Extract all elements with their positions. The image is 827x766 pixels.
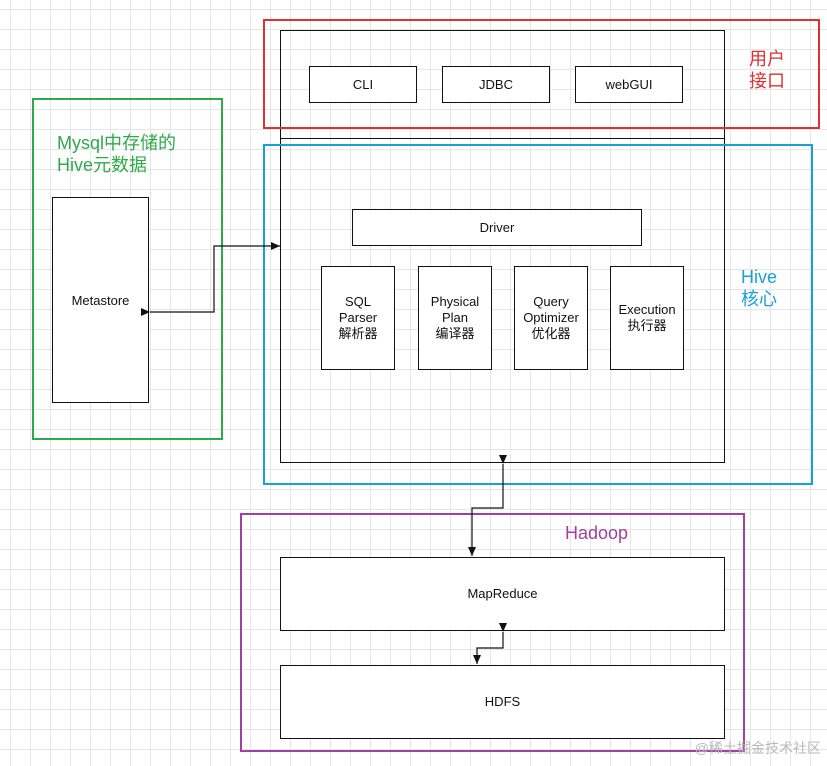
- user-interface-label-line1: 用户: [749, 49, 785, 69]
- metastore-label: Metastore: [71, 292, 130, 308]
- query-optimizer-line1: Query: [533, 294, 569, 309]
- jdbc-label: JDBC: [479, 76, 513, 92]
- query-optimizer-line2: Optimizer: [523, 310, 579, 325]
- hadoop-group-label: Hadoop: [565, 522, 628, 544]
- mysql-metadata-label-line1: Mysql中存储的: [57, 133, 177, 153]
- query-optimizer-box: Query Optimizer 优化器: [514, 266, 588, 370]
- hive-mapreduce-connector: [468, 455, 507, 556]
- hive-core-label-line1: Hive: [741, 267, 778, 287]
- sql-parser-line2: Parser: [338, 310, 378, 325]
- physical-plan-line1: Physical: [430, 294, 480, 309]
- user-interface-group-frame: [263, 19, 820, 129]
- watermark: @稀土掘金技术社区: [694, 740, 821, 756]
- physical-plan-line3: 编译器: [435, 326, 475, 341]
- mysql-metadata-group-label: Mysql中存储的 Hive元数据: [57, 132, 176, 176]
- query-optimizer-line3: 优化器: [531, 326, 571, 341]
- cli-label: CLI: [352, 76, 374, 92]
- mapreduce-hdfs-connector: [473, 623, 507, 664]
- sql-parser-line1: SQL: [344, 294, 371, 309]
- cli-box: CLI: [309, 66, 417, 103]
- mapreduce-label: MapReduce: [467, 586, 538, 601]
- driver-label: Driver: [479, 219, 515, 235]
- hdfs-label: HDFS: [484, 694, 521, 709]
- execution-box: Execution 执行器: [610, 266, 684, 370]
- metastore-box: Metastore: [52, 197, 149, 403]
- execution-line1: Execution: [618, 302, 676, 317]
- user-interface-label-line2: 接口: [749, 71, 785, 91]
- physical-plan-box: Physical Plan 编译器: [418, 266, 492, 370]
- sql-parser-box: SQL Parser 解析器: [321, 266, 395, 370]
- hive-core-label-line2: 核心: [741, 289, 777, 309]
- physical-plan-line2: Plan: [441, 310, 469, 325]
- sql-parser-line3: 解析器: [338, 326, 378, 341]
- webgui-box: webGUI: [575, 66, 683, 103]
- driver-box: Driver: [352, 209, 642, 246]
- hdfs-box: HDFS: [280, 665, 725, 739]
- hadoop-label: Hadoop: [565, 523, 629, 543]
- metastore-hive-connector: [141, 242, 280, 316]
- mysql-metadata-label-line2: Hive元数据: [57, 155, 148, 175]
- execution-line2: 执行器: [627, 318, 667, 333]
- webgui-label: webGUI: [605, 76, 653, 92]
- user-interface-group-label: 用户 接口: [749, 48, 785, 92]
- jdbc-box: JDBC: [442, 66, 550, 103]
- hive-core-group-label: Hive 核心: [741, 266, 777, 310]
